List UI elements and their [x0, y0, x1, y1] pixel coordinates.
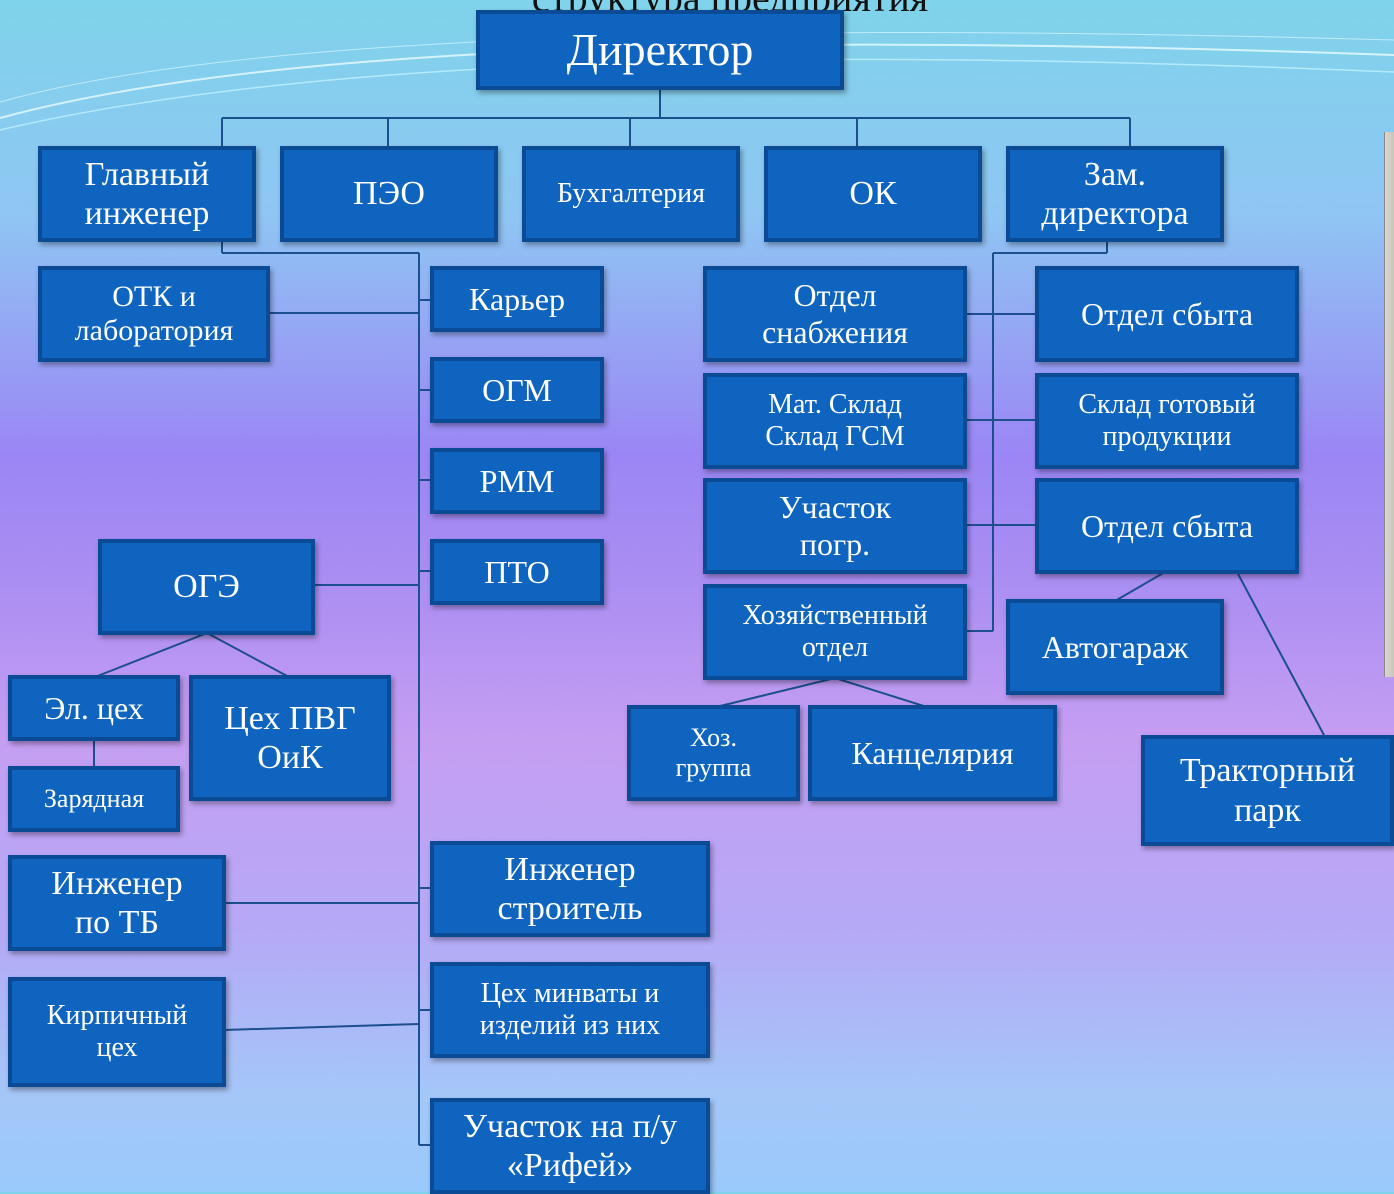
- construction-engineer-box: Инженер строитель: [430, 841, 710, 937]
- loading-site-box: Участок погр.: [703, 478, 967, 574]
- household-group-box: Хоз. группа: [627, 705, 800, 801]
- sales-dept-1-box: Отдел сбыта: [1035, 266, 1299, 362]
- photo-edge: [1384, 132, 1394, 677]
- oge-box: ОГЭ: [98, 539, 315, 635]
- pto-box: ПТО: [430, 539, 604, 605]
- safety-engineer-box: Инженер по ТБ: [8, 855, 226, 951]
- charging-box: Зарядная: [8, 766, 180, 832]
- rmm-box: РММ: [430, 448, 604, 514]
- ogm-box: ОГМ: [430, 357, 604, 423]
- tractor-park-box: Тракторный парк: [1141, 735, 1394, 846]
- ok-box: ОК: [764, 146, 982, 242]
- quarry-box: Карьер: [430, 266, 604, 332]
- mineral-wool-shop-box: Цех минваты и изделий из них: [430, 962, 710, 1058]
- otk-lab-box: ОТК и лаборатория: [38, 266, 270, 362]
- chief-engineer-box: Главный инженер: [38, 146, 256, 242]
- finished-goods-warehouse-box: Склад готовый продукции: [1035, 373, 1299, 469]
- director-box: Директор: [476, 10, 844, 90]
- el-shop-box: Эл. цех: [8, 675, 180, 741]
- brick-shop-box: Кирпичный цех: [8, 977, 226, 1087]
- peo-box: ПЭО: [280, 146, 498, 242]
- garage-box: Автогараж: [1006, 599, 1224, 695]
- rifey-site-box: Участок на п/у «Рифей»: [430, 1098, 710, 1194]
- supply-dept-box: Отдел снабжения: [703, 266, 967, 362]
- household-dept-box: Хозяйственный отдел: [703, 584, 967, 680]
- chancellery-box: Канцелярия: [808, 705, 1057, 801]
- sales-dept-2-box: Отдел сбыта: [1035, 478, 1299, 574]
- shop-pvg-box: Цех ПВГ ОиК: [189, 675, 391, 801]
- deputy-director-box: Зам. директора: [1006, 146, 1224, 242]
- material-warehouse-box: Мат. Склад Склад ГСМ: [703, 373, 967, 469]
- accounting-box: Бухгалтерия: [522, 146, 740, 242]
